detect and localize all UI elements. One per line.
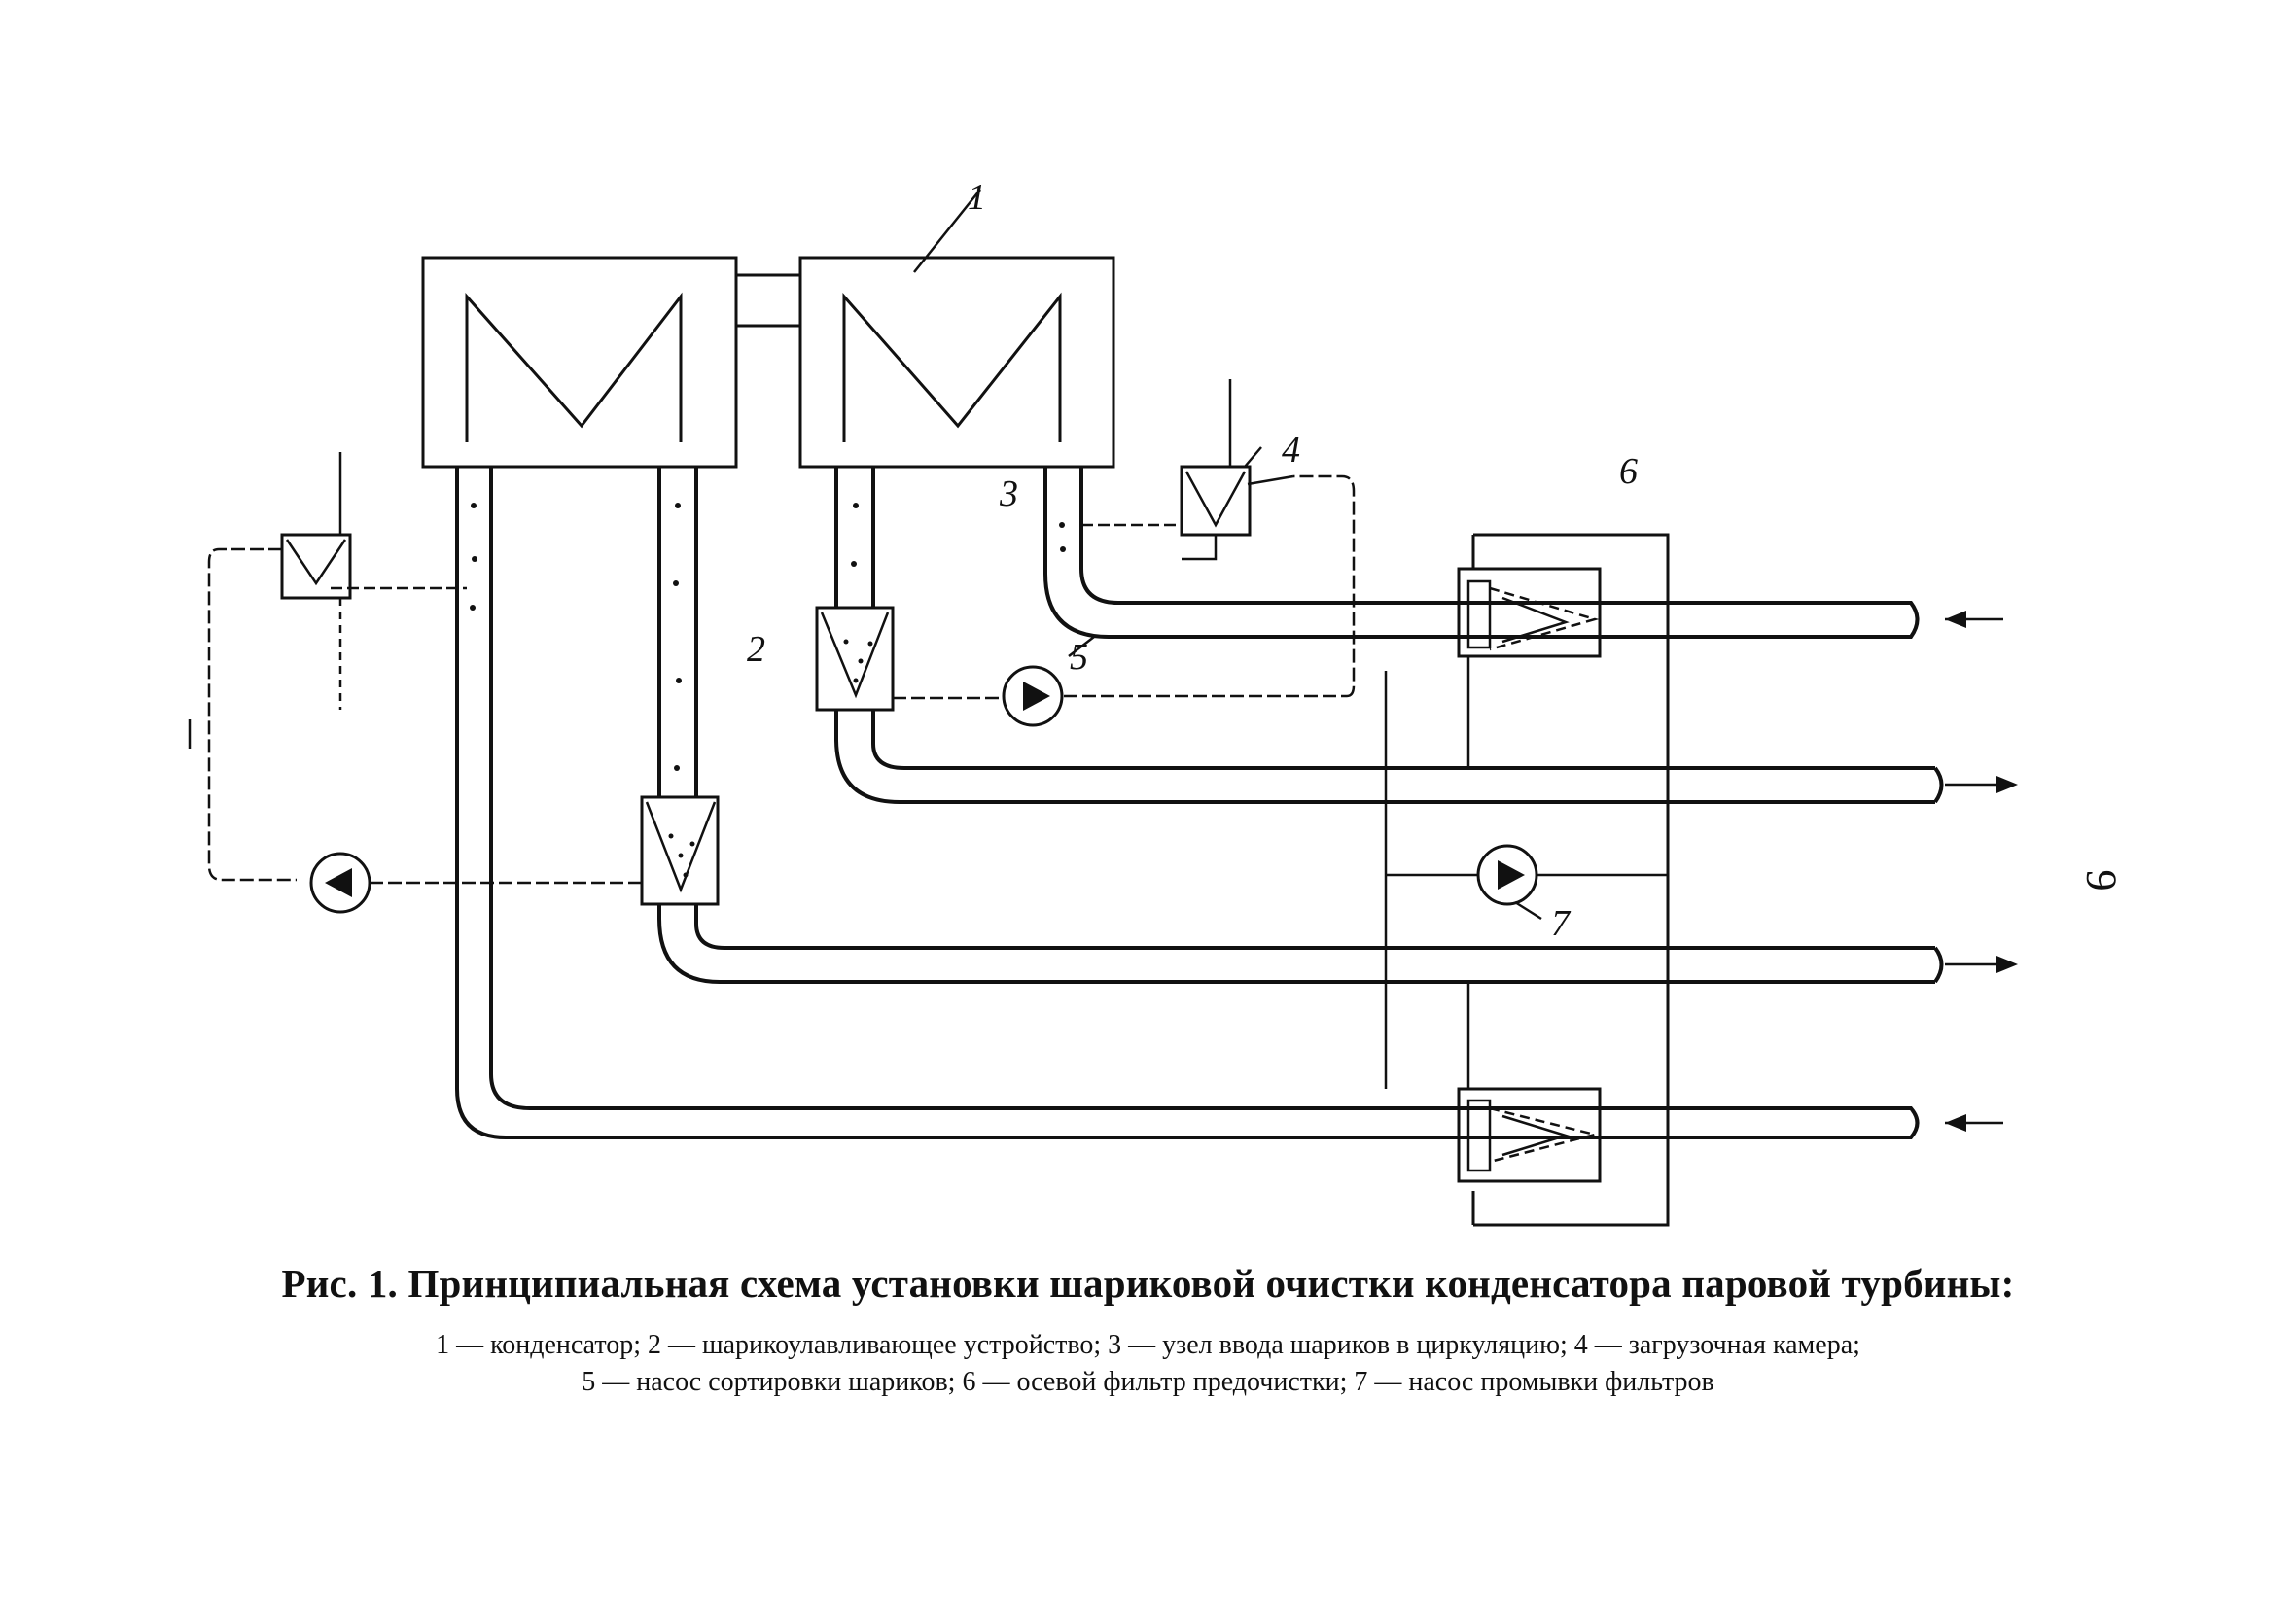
ball-catcher-lower (640, 795, 1935, 984)
figure-caption-title: Рис. 1. Принципиальная схема установки ш… (281, 1261, 2015, 1306)
condenser-1 (421, 189, 1115, 469)
label-3: 3 (999, 473, 1018, 514)
figure-legend-line-1: 1 — конденсатор; 2 — шарикоулавливающее … (436, 1330, 1860, 1360)
pipe-ends (1468, 601, 1944, 1139)
page-number: 9 (2077, 869, 2126, 891)
label-2: 2 (747, 629, 765, 670)
label-7: 7 (1551, 903, 1572, 944)
label-6: 6 (1619, 451, 1638, 492)
sorting-pump-5 (893, 474, 1356, 727)
loading-chamber-4 (1081, 379, 1294, 561)
left-aux-loop (188, 452, 642, 914)
flush-pump-7 (1384, 656, 1670, 1089)
figure-legend-line-2: 5 — насос сортировки шариков; 6 — осевой… (582, 1367, 1714, 1397)
axial-filter-6-upper (1457, 567, 1602, 658)
axial-filter-lower (1457, 1087, 1602, 1183)
condenser-outlet-columns (455, 467, 1468, 1139)
label-5: 5 (1070, 637, 1088, 678)
label-1: 1 (968, 177, 986, 218)
ball-catcher-2 (815, 606, 1935, 804)
flow-arrows (1945, 611, 2018, 1132)
label-4: 4 (1282, 430, 1300, 471)
